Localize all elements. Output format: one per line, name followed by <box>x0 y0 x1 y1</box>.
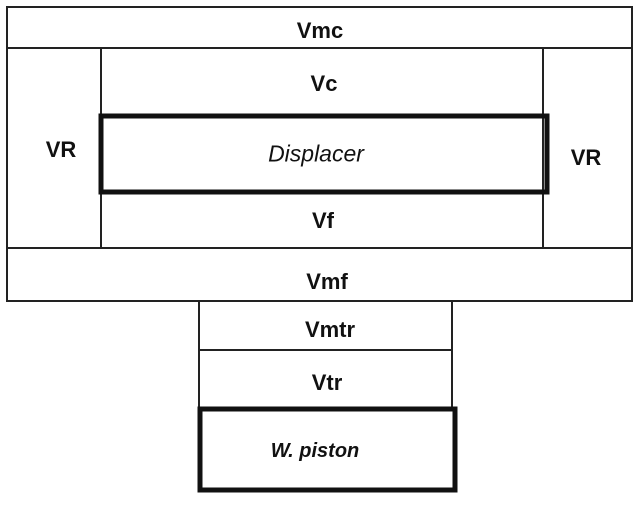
vtr-label: Vtr <box>311 370 343 395</box>
vr-left-label: VR <box>45 137 77 162</box>
outer-box <box>6 6 633 302</box>
w-piston-label: W. piston <box>270 440 360 462</box>
displacer-label: Displacer <box>268 140 364 167</box>
displacer-box <box>98 113 550 195</box>
vmc-label: Vmc <box>296 18 344 43</box>
vf-label: Vf <box>312 208 334 233</box>
vmf-label: Vmf <box>306 269 348 294</box>
vmtr-label: Vmtr <box>304 317 356 342</box>
vr-right-label: VR <box>570 145 602 170</box>
w-piston-box <box>197 406 458 493</box>
vc-label: Vc <box>310 71 338 96</box>
